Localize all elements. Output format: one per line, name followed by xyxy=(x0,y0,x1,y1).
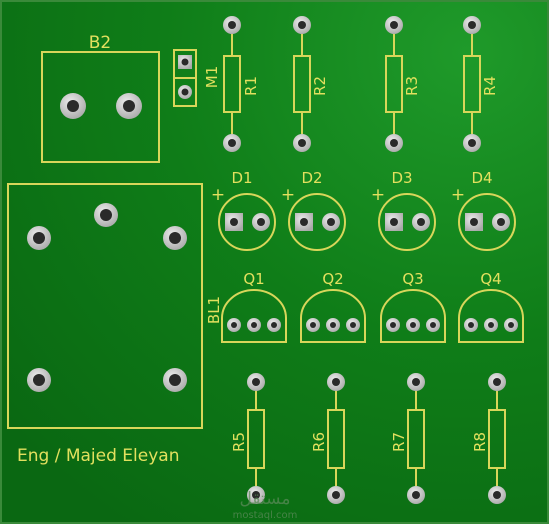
label-r1: R1 xyxy=(242,76,260,96)
component-q2: Q2 xyxy=(300,270,366,343)
label-r5: R5 xyxy=(230,432,248,452)
component-r4: R4 xyxy=(463,16,499,152)
label-q1: Q1 xyxy=(243,270,264,288)
component-r2: R2 xyxy=(293,16,329,152)
watermark-latin: mostaql.com xyxy=(233,510,298,521)
label-q4: Q4 xyxy=(480,270,501,288)
component-q1: Q1 xyxy=(221,270,287,343)
component-r7: R7 xyxy=(390,373,425,504)
component-r3: R3 xyxy=(385,16,421,152)
component-d1: D1 + xyxy=(211,169,276,251)
plus-d2: + xyxy=(281,185,295,205)
label-q2: Q2 xyxy=(322,270,343,288)
component-d4: D4 + xyxy=(451,169,516,251)
component-m1: M1 xyxy=(173,49,221,107)
label-r4: R4 xyxy=(481,76,499,96)
plus-d4: + xyxy=(451,185,465,205)
label-d1: D1 xyxy=(231,169,252,187)
watermark: مستقل mostaql.com xyxy=(233,489,298,521)
pad xyxy=(60,93,86,119)
label-r3: R3 xyxy=(403,76,421,96)
label-r6: R6 xyxy=(310,432,328,452)
label-b2: B2 xyxy=(89,33,111,53)
label-r7: R7 xyxy=(390,432,408,452)
component-q3: Q3 xyxy=(380,270,446,343)
label-bl1: BL1 xyxy=(205,296,223,324)
component-q4: Q4 xyxy=(458,270,524,343)
component-d3: D3 + xyxy=(371,169,436,251)
label-q3: Q3 xyxy=(402,270,423,288)
label-d2: D2 xyxy=(301,169,322,187)
label-r2: R2 xyxy=(311,76,329,96)
component-r5: R5 xyxy=(230,373,265,504)
label-d3: D3 xyxy=(391,169,412,187)
label-r8: R8 xyxy=(471,432,489,452)
credit-text: Eng / Majed Eleyan xyxy=(17,446,179,466)
label-m1: M1 xyxy=(203,66,221,89)
plus-d1: + xyxy=(211,185,225,205)
label-d4: D4 xyxy=(471,169,492,187)
component-d2: D2 + xyxy=(281,169,346,251)
component-r1: R1 xyxy=(223,16,260,152)
plus-d3: + xyxy=(371,185,385,205)
component-r8: R8 xyxy=(471,373,506,504)
component-bl1: BL1 xyxy=(7,183,223,429)
watermark-arabic: مستقل xyxy=(240,489,291,509)
pad xyxy=(116,93,142,119)
component-r6: R6 xyxy=(310,373,345,504)
component-b2: B2 xyxy=(41,33,160,163)
